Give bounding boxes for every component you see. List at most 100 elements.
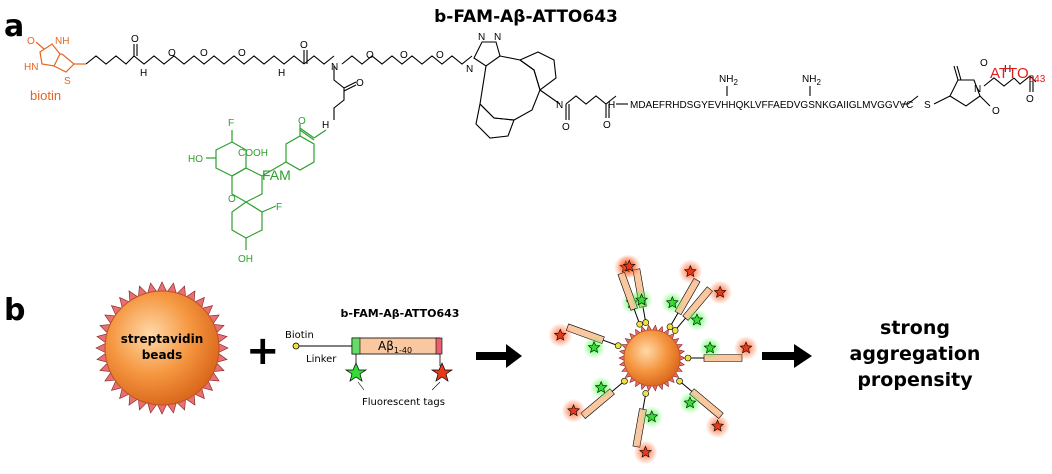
maleimide-oxygen-1: O <box>980 58 988 69</box>
arrow-right-icon-2 <box>762 344 812 368</box>
fam-label: FAM <box>262 167 291 183</box>
fluorescent-tags-label: Fluorescent tags <box>362 397 445 408</box>
thioether-sulfur: S <box>924 100 931 111</box>
panel-a-letter: a <box>4 9 24 44</box>
peg-oxygen-2: O <box>200 48 208 59</box>
peg-oxygen-1: O <box>168 48 176 59</box>
fam-carbonyl-oxygen: O <box>298 116 306 127</box>
peg-oxygen-6: O <box>436 50 444 61</box>
bead-label-line-2: beads <box>142 348 183 362</box>
arm-biotin-dot <box>671 327 679 334</box>
amide-oxygen-1: O <box>131 34 139 45</box>
result-line-2: aggregation <box>850 343 981 365</box>
bead-label-line-1: streptavidin <box>121 332 204 346</box>
fam-structure: O F COOH HO O F OH FAM <box>188 116 315 265</box>
biotin-schematic-label: Biotin <box>285 330 314 341</box>
red-star-icon <box>711 419 725 432</box>
panel-a-title: b-FAM-Aβ-ATTO643 <box>434 7 618 27</box>
arrow-right-icon-1 <box>476 344 522 368</box>
fam-fluorine-2: F <box>276 202 282 213</box>
abeta-label: Aβ1-40 <box>378 339 412 355</box>
atto-label: ATTO643 <box>990 65 1046 85</box>
red-star-icon <box>553 328 567 341</box>
plus-sign: + <box>246 328 280 374</box>
biotin-hn: HN <box>24 62 38 73</box>
biotin-dot <box>292 342 300 350</box>
arm-biotin-dot <box>684 354 692 362</box>
arm-biotin-dot <box>636 320 643 328</box>
central-nitrogen: N <box>331 62 338 73</box>
svg-text:MDAEFRHDSGYEVHHQKLVFFAEDVGSNKG: MDAEFRHDSGYEVHHQKLVFFAEDVGSNKGAIIGLMVGGV… <box>630 100 913 111</box>
triazole-n3: N <box>466 64 473 75</box>
triazole-n1: N <box>478 32 485 43</box>
fam-cooh: COOH <box>238 148 268 159</box>
construct-title: b-FAM-Aβ-ATTO643 <box>341 307 460 320</box>
dbco-triazole: N N N N <box>466 32 563 139</box>
small-bead-core <box>623 329 681 387</box>
succinyl-oxygen-1: O <box>562 122 570 133</box>
succinyl-oxygen-2: O <box>603 120 611 131</box>
fam-fluorine-1: F <box>228 118 234 129</box>
red-star-icon <box>430 362 454 382</box>
amide-nh-2: H <box>278 68 285 79</box>
biotin-sulfur: S <box>64 76 71 87</box>
sequence-part-3: GAIIGLMVGGVVC <box>829 100 913 111</box>
biotin-nh: NH <box>55 36 69 47</box>
green-star-icon <box>594 380 608 394</box>
amide-oxygen-2: O <box>300 40 308 51</box>
red-tag-site <box>435 337 443 355</box>
fam-hydroxyl-1: HO <box>188 154 203 165</box>
biotin-label: biotin <box>30 88 61 103</box>
arm-biotin-dot <box>666 323 674 331</box>
panel-b: b streptavidin beads + b-FAM-Aβ-ATTO643 … <box>4 254 981 465</box>
fam-amide-nh: H <box>322 120 329 131</box>
red-star-icon <box>739 341 753 354</box>
result-line-1: strong <box>880 317 950 339</box>
construct-schematic: b-FAM-Aβ-ATTO643 Biotin Linker Aβ1-40 Fl… <box>285 307 459 408</box>
red-star-icon <box>567 403 581 417</box>
maleimide-ring: O O N <box>949 58 1000 117</box>
triazole-n2: N <box>494 32 501 43</box>
arm-biotin-dot <box>621 377 628 385</box>
peg-chain-2 <box>341 55 473 65</box>
fam-amide-oxygen: O <box>356 78 364 89</box>
peg-chain-1 <box>85 55 305 65</box>
bead-core <box>104 290 220 406</box>
green-star-icon <box>645 410 659 423</box>
green-star-icon <box>587 340 601 354</box>
green-star-icon <box>690 313 704 326</box>
peg-oxygen-4: O <box>366 50 374 61</box>
red-star-icon <box>683 264 697 278</box>
peptide-arms <box>548 254 758 465</box>
red-star-icon <box>713 285 727 298</box>
panel-b-letter: b <box>4 293 25 328</box>
lys16-nh2: NH2 <box>719 74 738 87</box>
biotin-oxygen: O <box>27 36 35 47</box>
arm-biotin-dot <box>676 377 683 385</box>
green-tag-site <box>351 337 361 355</box>
linker-label: Linker <box>306 354 337 365</box>
peptide-sequence: MDAEFRHDSGYEVHHQKLVFFAEDVGSNKGAIIGLMVGGV… <box>630 74 913 111</box>
green-star-icon <box>703 341 717 354</box>
peg-oxygen-5: O <box>400 50 408 61</box>
sequence-lys-28: K <box>822 100 829 111</box>
green-star-icon <box>665 295 679 309</box>
sequence-part-2: LVFFAEDVGSN <box>750 100 822 111</box>
result-line-3: propensity <box>857 369 973 391</box>
atto-amide-oxygen: O <box>1026 94 1034 105</box>
amide-nh-1: H <box>140 68 147 79</box>
fam-hydroxyl-2: OH <box>238 254 253 265</box>
decorated-bead <box>548 254 758 465</box>
maleimide-oxygen-2: O <box>992 106 1000 117</box>
green-star-icon <box>683 396 697 409</box>
green-star-icon <box>344 362 368 382</box>
panel-a: a b-FAM-Aβ-ATTO643 O NH HN S biotin O H … <box>4 7 1046 265</box>
dbco-nitrogen: N <box>556 100 563 111</box>
maleimide-nitrogen: N <box>974 84 981 95</box>
biotin-structure: O NH HN S biotin <box>24 36 86 103</box>
fam-xanthene-oxygen: O <box>228 194 236 205</box>
amide-n-h: H <box>608 100 615 111</box>
streptavidin-bead: streptavidin beads <box>95 281 229 415</box>
sequence-lys-16: K <box>743 100 750 111</box>
